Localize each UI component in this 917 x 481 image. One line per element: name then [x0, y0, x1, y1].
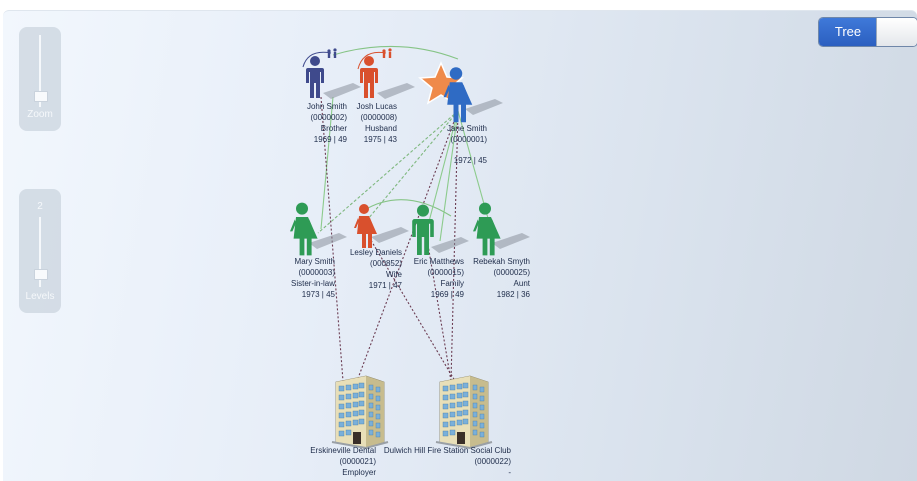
node-name: Lesley Daniels	[349, 248, 402, 257]
male-person-icon	[412, 204, 434, 255]
zoom-slider-thumb[interactable]	[34, 91, 48, 102]
org-erskineville-dental[interactable]	[331, 375, 389, 449]
zoom-label: Zoom	[27, 109, 53, 120]
node-name: Dulwich Hill Fire Station Social Club	[383, 446, 511, 455]
levels-panel: 2 Levels	[19, 189, 61, 313]
label-josh-lucas: Josh Lucas (0000008) Husband 1975 | 43	[357, 101, 397, 145]
node-relation: Sister-in-law	[290, 279, 335, 288]
family-mini-icon	[382, 48, 392, 58]
female-person-icon	[354, 204, 377, 248]
node-relation: Employer	[342, 468, 376, 477]
node-name: Rebekah Smyth	[473, 257, 530, 266]
label-dulwich-hill-fire-station: Dulwich Hill Fire Station Social Club (0…	[384, 445, 511, 478]
person-mary-smith[interactable]	[290, 202, 347, 256]
node-years: 1972 | 45	[453, 156, 487, 165]
network-canvas[interactable]: Zoom 2 Levels	[3, 10, 917, 481]
person-jane-smith[interactable]	[418, 61, 503, 123]
label-lesley-daniels: Lesley Daniels (000852) Wife 1971 | 47	[350, 247, 402, 291]
node-id: (0000022)	[474, 457, 511, 466]
node-years: 1973 | 45	[301, 290, 335, 299]
levels-slider-thumb[interactable]	[34, 269, 48, 280]
node-name: Mary Smith	[294, 257, 335, 266]
male-person-icon	[360, 56, 378, 98]
building-icon	[331, 375, 389, 449]
node-id: (0000002)	[310, 113, 347, 122]
node-id: (000852)	[369, 259, 402, 268]
label-mary-smith: Mary Smith (0000003) Sister-in-law 1973 …	[291, 256, 335, 300]
node-relation: Brother	[320, 124, 347, 133]
node-id: (0000003)	[298, 268, 335, 277]
node-years: 1971 | 47	[368, 281, 402, 290]
female-person-icon	[290, 202, 318, 256]
toggle-knob[interactable]	[876, 18, 917, 46]
tree-toggle-label: Tree	[819, 18, 877, 46]
male-person-icon	[306, 56, 324, 98]
node-relation: -	[508, 468, 511, 477]
levels-value: 2	[37, 201, 43, 212]
label-eric-matthews: Eric Matthews (0000015) Family 1969 | 49	[414, 256, 464, 300]
person-john-smith[interactable]	[306, 56, 361, 99]
label-john-smith: John Smith (0000002) Brother 1969 | 49	[307, 101, 347, 145]
person-lesley-daniels[interactable]	[354, 204, 409, 248]
node-name: John Smith	[306, 102, 347, 111]
node-relation: Wife	[386, 270, 402, 279]
node-name: Jane Smith	[446, 124, 487, 133]
node-name: Josh Lucas	[356, 102, 397, 111]
node-name: Erskineville Dental	[310, 446, 376, 455]
org-dulwich-hill-fire-station[interactable]	[435, 375, 493, 449]
node-relation: Family	[440, 279, 464, 288]
parent-arcs	[302, 51, 387, 70]
person-eric-matthews[interactable]	[412, 204, 469, 255]
node-relation: Husband	[364, 124, 397, 133]
zoom-panel: Zoom	[19, 27, 61, 131]
label-jane-smith: Jane Smith (0000001) 1972 | 45	[447, 123, 487, 166]
zoom-slider-track[interactable]	[39, 35, 41, 107]
building-icon	[435, 375, 493, 449]
tree-view-toggle[interactable]: Tree	[818, 17, 917, 47]
node-years: 1982 | 36	[496, 290, 530, 299]
label-rebekah-smyth: Rebekah Smyth (0000025) Aunt 1982 | 36	[473, 256, 530, 300]
levels-slider-track[interactable]	[39, 217, 41, 287]
person-rebekah-smyth[interactable]	[473, 202, 530, 256]
female-person-icon	[473, 202, 501, 256]
label-erskineville-dental: Erskineville Dental (0000021) Employer	[310, 445, 376, 478]
relationship-graph	[290, 45, 530, 449]
node-years: 1975 | 43	[363, 135, 397, 144]
node-years: 1969 | 49	[313, 135, 347, 144]
person-josh-lucas[interactable]	[360, 56, 415, 99]
levels-label: Levels	[25, 291, 55, 302]
node-id: (0000021)	[339, 457, 376, 466]
node-id: (0000008)	[360, 113, 397, 122]
node-id: (0000015)	[427, 268, 464, 277]
node-id: (0000001)	[450, 135, 487, 144]
family-mini-icon	[327, 48, 337, 58]
node-relation: Aunt	[513, 279, 530, 288]
node-name: Eric Matthews	[413, 257, 464, 266]
node-id: (0000025)	[493, 268, 530, 277]
node-years: 1969 | 49	[430, 290, 464, 299]
